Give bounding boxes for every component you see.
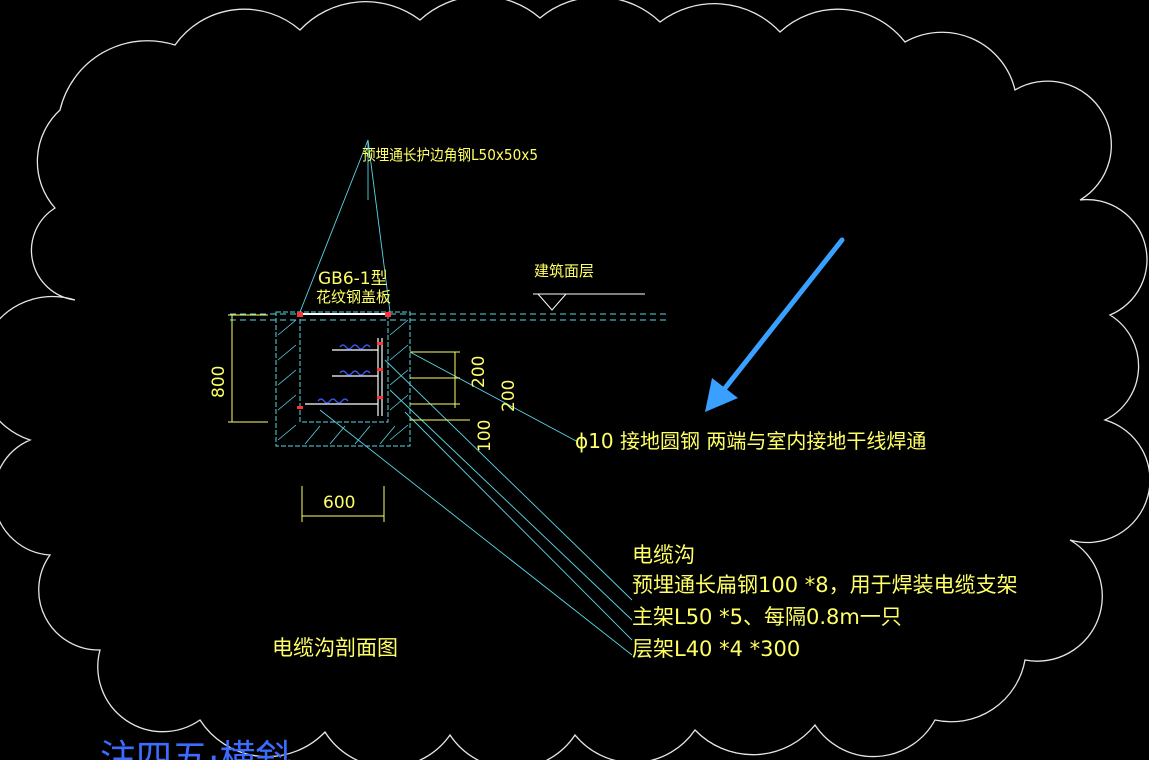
note-line-4: 层架L40 *4 *300 — [632, 637, 800, 661]
support-rebar-marks — [297, 342, 383, 409]
annotation-arrow — [705, 237, 845, 412]
cut-off-text: 注四五·横斜 — [100, 738, 291, 760]
grounding-label: ϕ10 接地圆钢 两端与室内接地干线焊通 — [575, 429, 926, 453]
cover-name-label: 花纹钢盖板 — [316, 288, 391, 306]
angle-steel-label: 预埋通长护边角钢L50x50x5 — [362, 146, 538, 164]
dimensions — [228, 314, 470, 522]
cover-type-label: GB6-1型 — [318, 269, 388, 289]
wall-hatch — [277, 319, 409, 445]
cable-bolts — [317, 344, 371, 404]
cable-support — [305, 338, 383, 416]
angle-steel-left — [297, 312, 303, 317]
building-surface-label: 建筑面层 — [534, 262, 594, 280]
note-line-2: 预埋通长扁钢100 *8，用于焊装电缆支架 — [632, 573, 1018, 597]
section-title: 电缆沟剖面图 — [272, 636, 398, 660]
trench-walls — [275, 311, 411, 447]
depth-dim-text: 800 — [209, 366, 229, 398]
ground-surface-lines — [230, 313, 668, 321]
leader-lines — [299, 139, 633, 656]
angle-steel-right — [385, 312, 391, 317]
elevation-symbol — [533, 293, 645, 311]
note-line-1: 电缆沟 — [632, 543, 695, 567]
bottom-gap-text: 100 — [475, 420, 495, 452]
tier-spacing-2-text: 200 — [499, 380, 519, 412]
width-dim-text: 600 — [323, 493, 355, 513]
tier-spacing-1-text: 200 — [469, 356, 489, 388]
note-line-3: 主架L50 *5、每隔0.8m一只 — [632, 605, 902, 629]
